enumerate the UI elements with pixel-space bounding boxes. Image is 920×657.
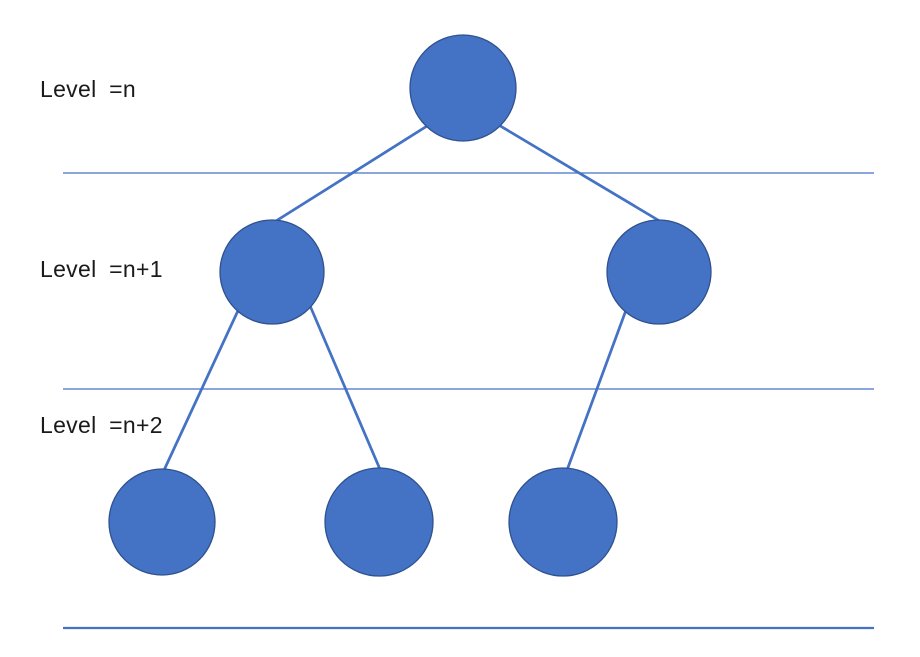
tree-node-root: [409, 34, 517, 142]
tree-node-leaf-3: [508, 467, 618, 577]
level-n-plus-2-label: Level =n+2: [40, 412, 163, 438]
level-n-label: Level =n: [40, 76, 136, 102]
tree-edge-child-right-leaf-3: [561, 300, 631, 483]
tree-node-child-left: [219, 219, 325, 325]
tree-edge-root-child-right: [490, 119, 670, 228]
tree-edge-root-child-left: [266, 119, 437, 228]
level-n-plus-1-label: Level =n+1: [40, 256, 163, 282]
tree-node-leaf-1: [108, 468, 216, 576]
tree-node-leaf-2: [324, 467, 434, 577]
tree-edge-child-left-leaf-1: [157, 300, 244, 483]
tree-node-child-right: [606, 219, 712, 325]
tree-edge-child-left-leaf-2: [306, 299, 387, 483]
